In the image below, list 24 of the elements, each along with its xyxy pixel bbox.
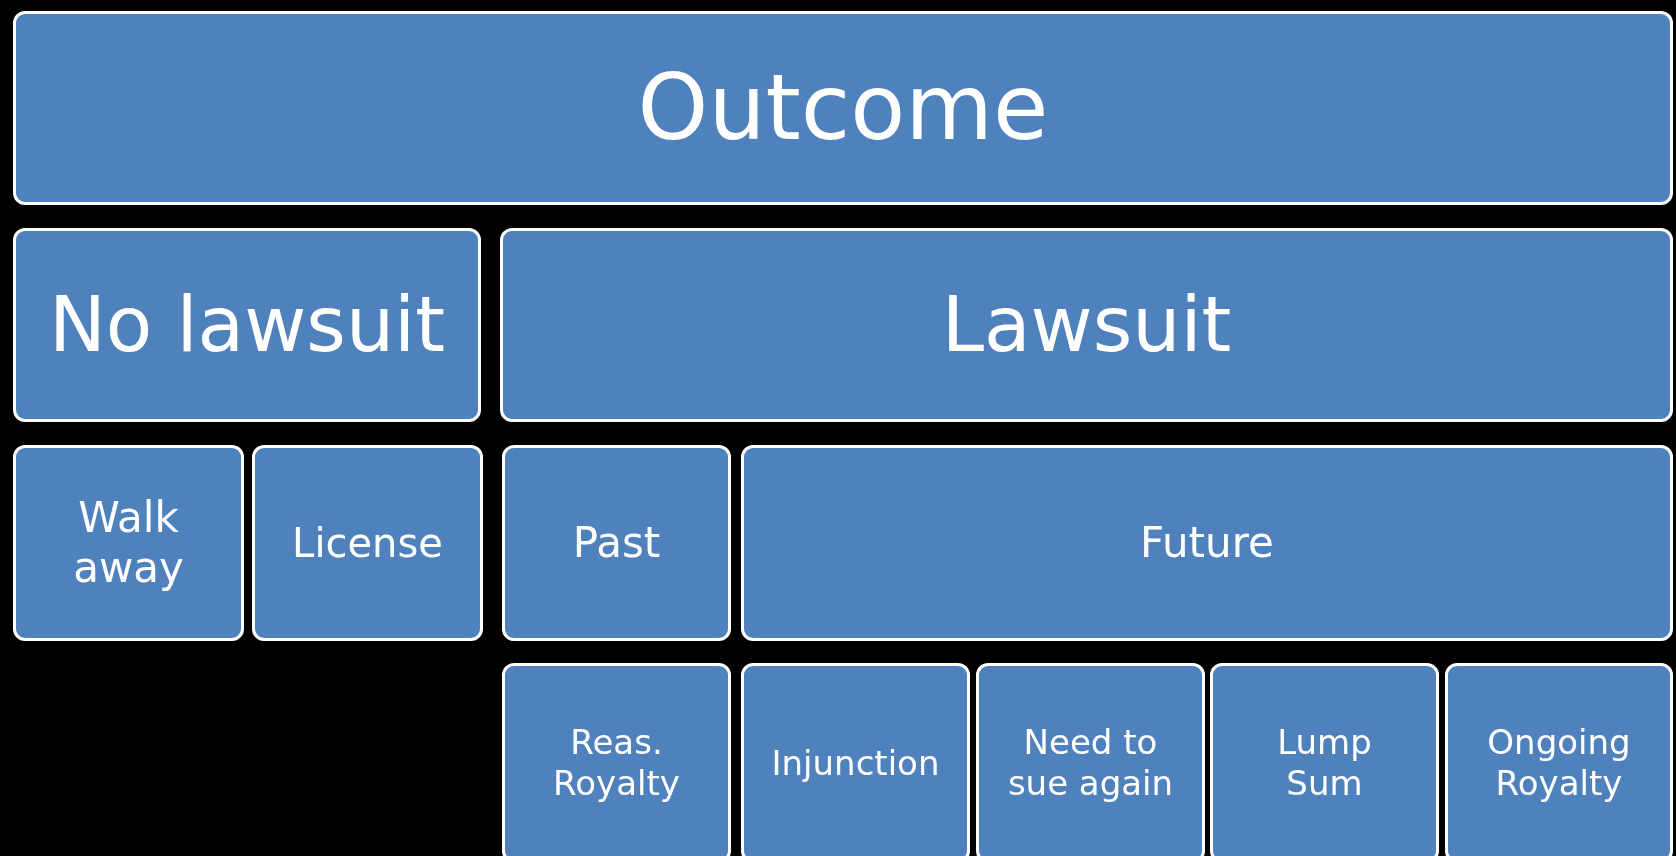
category-box xyxy=(741,445,1673,641)
box-label: Lump Sum xyxy=(1276,722,1373,804)
box-label: Outcome xyxy=(637,54,1049,162)
category-box xyxy=(500,228,1673,422)
category-box xyxy=(13,11,1673,205)
category-box xyxy=(741,663,970,856)
box-label: Need to sue again xyxy=(1006,722,1175,804)
box-label: Future xyxy=(1140,517,1274,569)
category-box xyxy=(502,445,731,641)
box-label: Injunction xyxy=(771,742,940,784)
box-label: Reas. Royalty xyxy=(552,722,681,804)
box-label: Ongoing Royalty xyxy=(1486,722,1632,804)
category-box xyxy=(252,445,483,641)
category-box xyxy=(13,228,481,422)
box-label: Lawsuit xyxy=(941,279,1232,371)
category-box xyxy=(1210,663,1439,856)
box-label: License xyxy=(292,519,443,567)
category-box xyxy=(976,663,1205,856)
box-label: Walk away xyxy=(72,492,185,594)
box-label: Past xyxy=(572,517,661,569)
category-box xyxy=(1445,663,1673,856)
category-box xyxy=(13,445,244,641)
box-label: No lawsuit xyxy=(49,279,445,371)
category-box xyxy=(502,663,731,856)
